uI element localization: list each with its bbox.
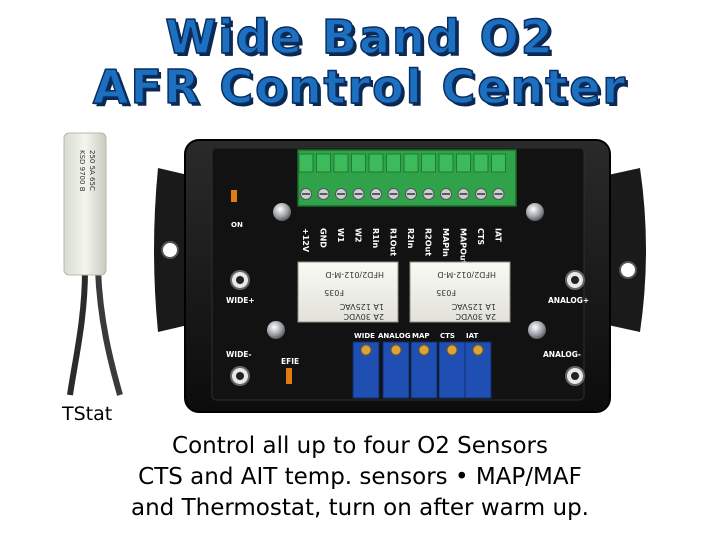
terminal-slot (368, 153, 384, 173)
relay-right-code: F035 (436, 288, 456, 297)
relay-left-model: HFD2/012-M-D (325, 270, 384, 279)
terminal-slot (351, 153, 366, 173)
pot-adjust-screw (418, 344, 430, 356)
relay-left-rating-2: 1A 125VAC (339, 302, 384, 311)
pot-label-wide: WIDE (354, 332, 375, 340)
board-screw-top-left (273, 203, 291, 221)
title-line-2: AFR Control Center (92, 59, 628, 115)
terminal-label: R2In (406, 228, 415, 249)
label-efie: EFIE (281, 357, 299, 366)
led-efie-indicator (286, 368, 292, 384)
control-module: +12V GND W1 W2 R1in R1Out R2In R2Out MAPIn MAPOut… (154, 139, 646, 413)
terminal-slot (403, 153, 419, 173)
relay-right-rating-1: 2A 30VDC (455, 312, 496, 321)
terminal-slot (333, 153, 349, 173)
sensor-wire-right (95, 269, 123, 396)
caption-line-2: CTS and AIT temp. sensors • MAP/MAF (138, 464, 582, 490)
label-analog-minus: ANALOG- (543, 350, 581, 359)
terminal-label: R2Out (424, 228, 433, 256)
caption-line-3: and Thermostat, turn on after warm up. (130, 495, 589, 521)
label-wide-plus: WIDE+ (226, 296, 255, 305)
sensor-wire-left (67, 269, 88, 396)
label-on: ON (231, 221, 243, 229)
terminal-slot (491, 153, 506, 173)
terminal-slot (438, 153, 454, 173)
right-mounting-ear (608, 168, 646, 332)
terminal-slot (421, 153, 436, 173)
tstat-label: TStat (62, 403, 113, 425)
led-on-indicator (231, 190, 237, 202)
label-wide-minus: WIDE- (226, 350, 252, 359)
pot-label-iat: IAT (466, 332, 478, 340)
board-screw-top-right (526, 203, 544, 221)
board-screw-bottom-left (267, 321, 285, 339)
terminal-label: R1in (371, 228, 380, 248)
board-screw-bottom-right (528, 321, 546, 339)
terminal-label: IAT (494, 228, 503, 243)
terminal-label: GND (319, 228, 328, 248)
right-mount-hole (619, 261, 637, 279)
label-analog-plus: ANALOG+ (548, 296, 589, 305)
title-line-1: Wide Band O2 (164, 9, 555, 65)
terminal-label: MAPOut (459, 228, 468, 265)
relay-left-rating-1: 2A 30VDC (343, 312, 384, 321)
pot-adjust-screw (390, 344, 402, 356)
terminal-label: W1 (336, 228, 345, 243)
left-mount-hole (161, 241, 179, 259)
caption-line-1: Control all up to four O2 Sensors (172, 433, 548, 459)
pot-label-analog: ANALOG (378, 332, 411, 340)
terminal-slot (316, 153, 331, 173)
relay-left: 2A 30VDC 1A 125VAC HFD2/012-M-D F035 (297, 261, 399, 323)
relay-left-code: F035 (324, 288, 344, 297)
pot-adjust-screw (446, 344, 458, 356)
relay-right-model: HFD2/012-M-D (437, 270, 496, 279)
terminal-label: MAPIn (441, 228, 450, 257)
pot-adjust-screw (360, 344, 372, 356)
terminal-slot (386, 153, 401, 173)
sensor-marking-1: KSD 9700 B (78, 150, 86, 192)
sensor-body (63, 132, 107, 276)
terminal-label: CTS (476, 228, 485, 245)
pot-label-map: MAP (412, 332, 430, 340)
terminal-label: R1Out (389, 228, 398, 256)
terminal-slot (456, 153, 471, 173)
relay-right: 2A 30VDC 1A 125VAC HFD2/012-M-D F035 (409, 261, 511, 323)
terminal-label: +12V (301, 228, 310, 253)
pot-label-cts: CTS (440, 332, 455, 340)
terminal-label: W2 (354, 228, 363, 242)
terminal-slot (473, 153, 489, 173)
relay-right-rating-2: 1A 125VAC (451, 302, 496, 311)
terminal-slot (298, 153, 314, 173)
pot-adjust-screw (472, 344, 484, 356)
thermostat-sensor: KSD 9700 B 250 5A 65C (63, 132, 123, 396)
sensor-marking-2: 250 5A 65C (88, 150, 96, 191)
